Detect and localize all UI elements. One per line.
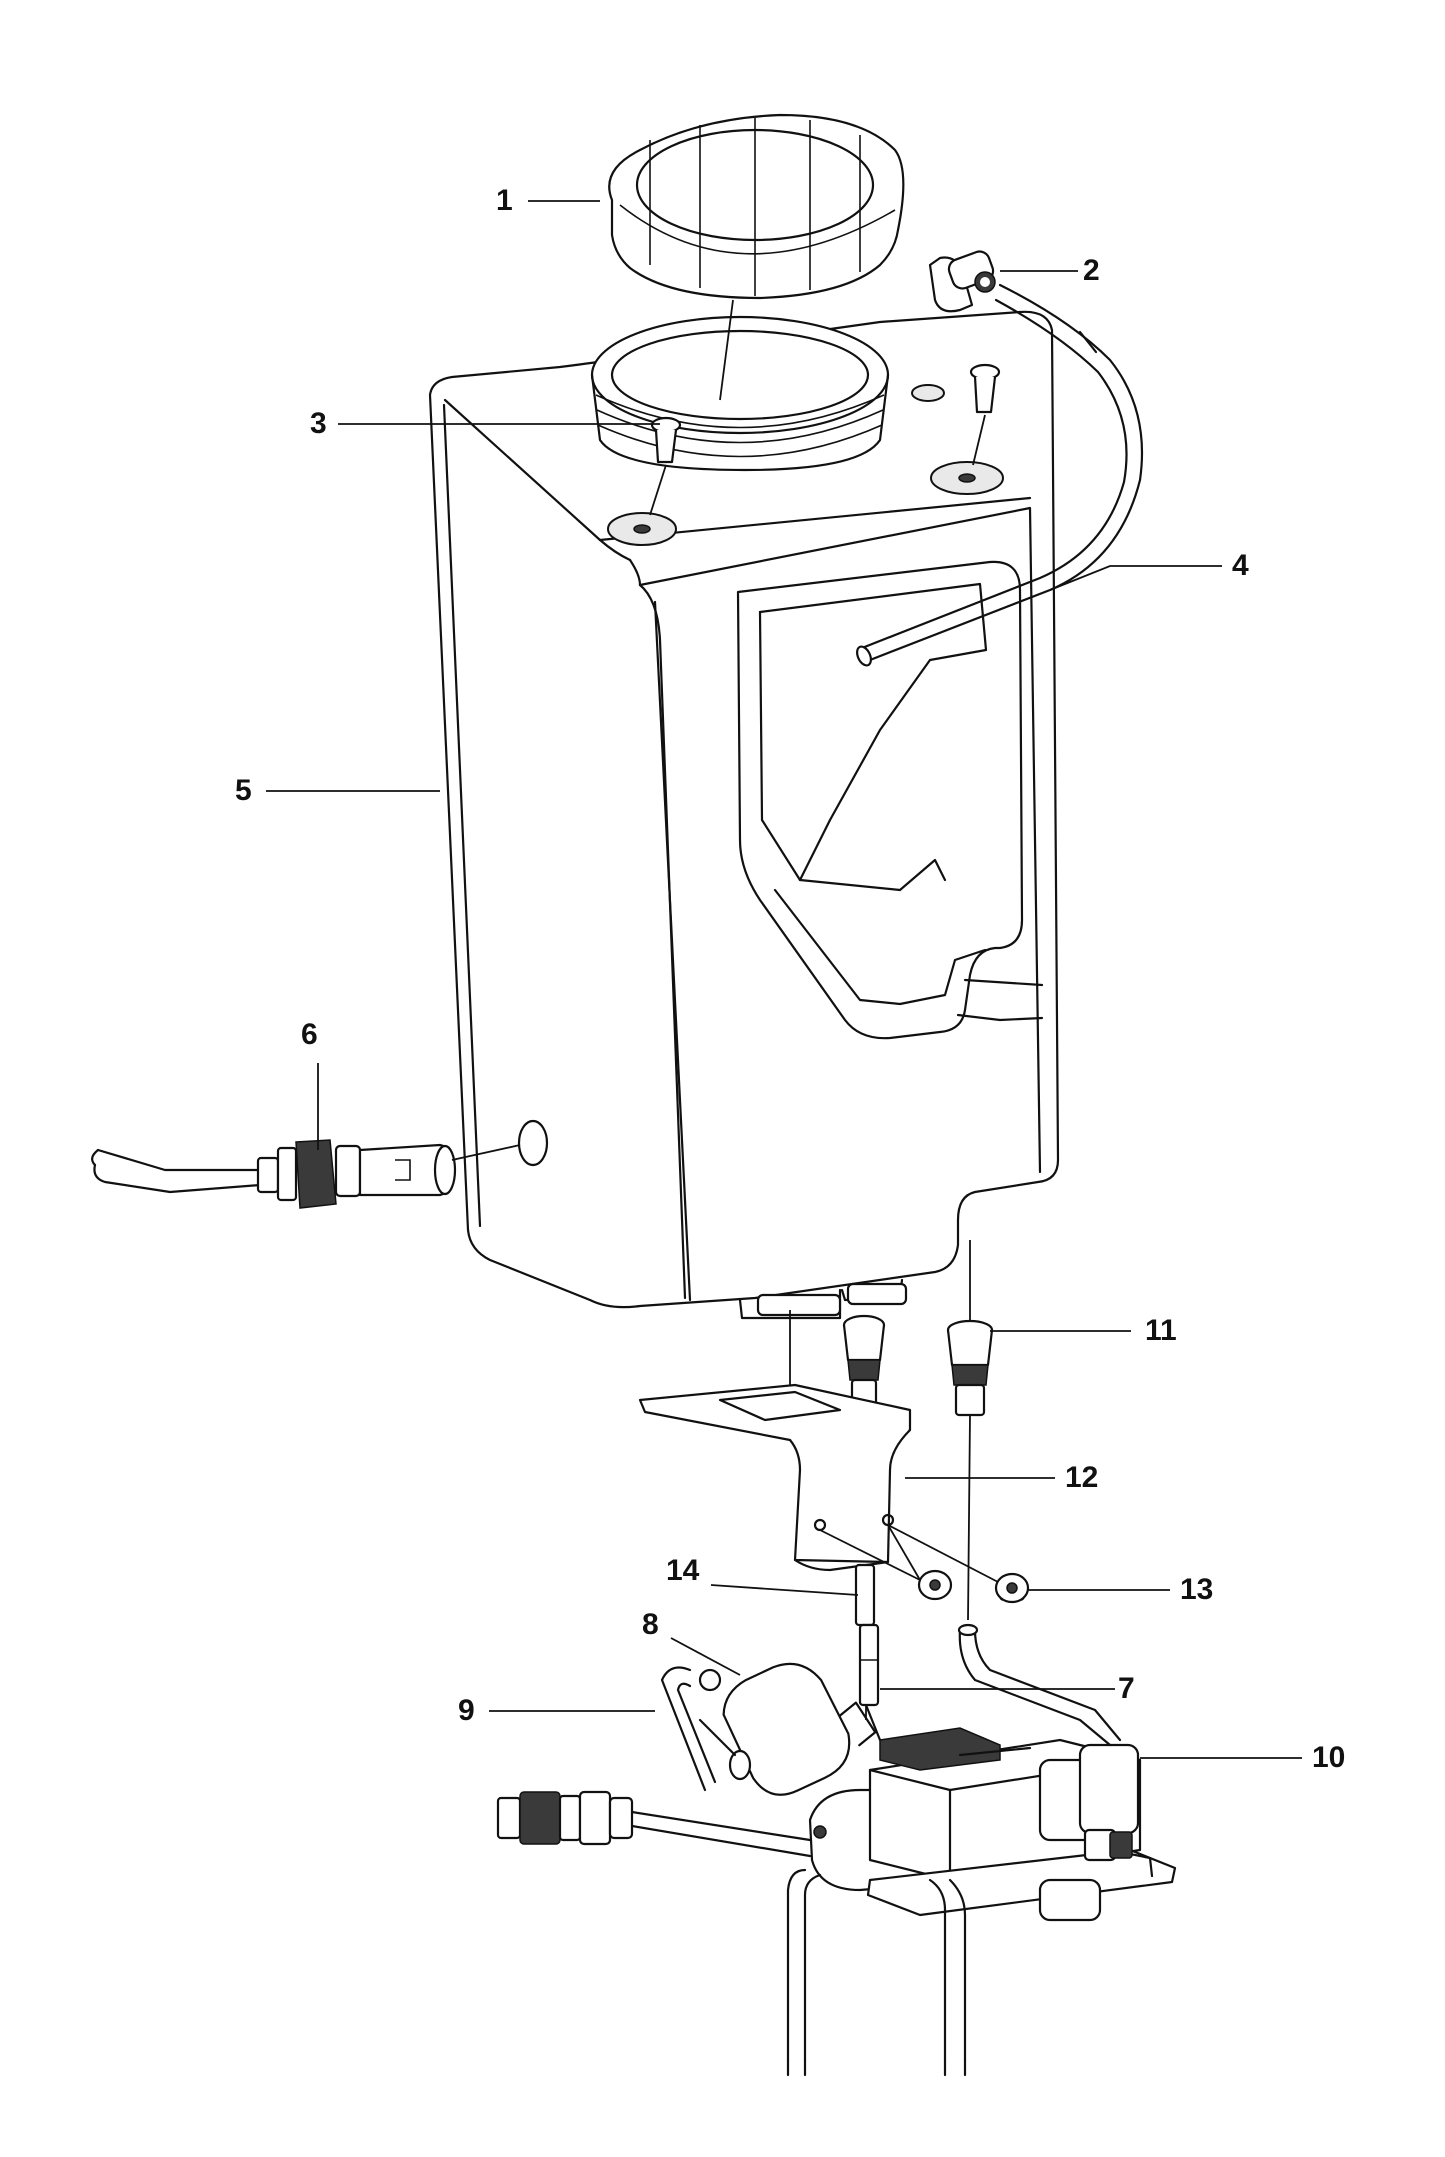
bracket <box>638 1383 912 1572</box>
part-label-1: 1 <box>496 184 513 217</box>
screw-13a <box>917 1569 953 1601</box>
grommet-fitting-11 <box>946 1319 994 1417</box>
tube-7 <box>858 1623 880 1707</box>
leader-lines <box>266 200 1302 1759</box>
pump-10 <box>496 1727 1177 2077</box>
part-label-11: 11 <box>1145 1314 1177 1347</box>
part-label-6: 6 <box>301 1018 318 1051</box>
part-label-10: 10 <box>1312 1741 1346 1774</box>
hose <box>856 283 1144 667</box>
bottom-outlet-left <box>756 1282 908 1317</box>
grommet-fitting-11a <box>842 1314 886 1408</box>
part-label-4: 4 <box>1232 549 1249 582</box>
level-sensor <box>91 1139 457 1209</box>
tank <box>428 310 1060 1320</box>
filler-cap <box>608 113 905 300</box>
filler-neck <box>590 315 890 472</box>
part-label-14: 14 <box>666 1554 700 1587</box>
part-label-8: 8 <box>642 1608 659 1641</box>
filter-8 <box>698 1662 877 1796</box>
part-label-3: 3 <box>310 407 327 440</box>
screw-13b <box>994 1572 1030 1604</box>
part-label-9: 9 <box>458 1694 475 1727</box>
elbow-fitting <box>928 250 996 313</box>
part-label-12: 12 <box>1065 1461 1099 1494</box>
part-label-13: 13 <box>1180 1573 1214 1606</box>
part-label-2: 2 <box>1083 254 1100 287</box>
hose-9 <box>660 1666 752 1792</box>
pin-14 <box>854 1563 876 1627</box>
part-label-5: 5 <box>235 774 252 807</box>
fitting-hole <box>911 384 945 402</box>
part-label-7: 7 <box>1118 1672 1135 1705</box>
screw-3 <box>650 416 682 464</box>
screw-right <box>969 363 1001 414</box>
